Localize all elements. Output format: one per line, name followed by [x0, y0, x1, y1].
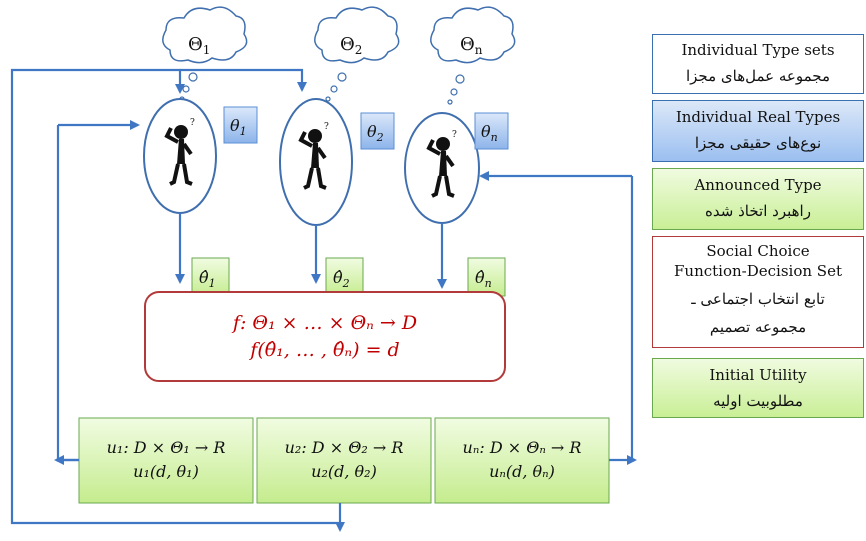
utility-box-2 [256, 417, 432, 504]
thought-cloud-n [430, 6, 516, 105]
legend-social-choice-en-1: Social Choice [706, 242, 810, 260]
legend-real-types-fa: نوع‌های حقیقی مجزا [694, 134, 822, 152]
announced-label-1: θ̂1 [199, 268, 216, 290]
utility-n-line-1: uₙ: D × Θₙ → R [463, 438, 582, 457]
legend-utility-en: Initial Utility [709, 366, 807, 384]
utility-n-line-2: uₙ(d, θₙ) [489, 462, 555, 481]
real-type-box-n [474, 112, 509, 150]
thought-cloud-2 [314, 6, 400, 102]
utility-box-1 [78, 417, 254, 504]
legend-type-sets: Individual Type sets مجموعه عمل‌های مجزا [652, 34, 864, 94]
thought-cloud-1 [162, 6, 248, 102]
thought-label-1: Θ1 [188, 34, 210, 57]
utility-1-line-1: u₁: D × Θ₁ → R [107, 438, 226, 457]
social-choice-box [144, 291, 506, 382]
utility-2-line-2: u₂(d, θ₂) [311, 462, 377, 481]
legend-real-types: Individual Real Types نوع‌های حقیقی مجزا [652, 100, 864, 162]
legend-utility-fa: مطلوبیت اولیه [713, 392, 803, 410]
real-type-box-1 [223, 106, 258, 144]
announced-label-2: θ̂2 [333, 268, 350, 290]
real-type-box-2 [360, 112, 395, 150]
announced-box-n [467, 257, 506, 297]
real-type-label-2: θ2 [367, 122, 384, 144]
thought-label-n: Θn [460, 34, 483, 57]
announced-box-2 [325, 257, 364, 297]
utility-box-n [434, 417, 610, 504]
legend-announced-en: Announced Type [694, 176, 822, 194]
flow-arrows [10, 68, 637, 532]
legend-announced-fa: راهبرد اتخاذ شده [705, 202, 811, 220]
legend-type-sets-fa: مجموعه عمل‌های مجزا [685, 67, 831, 85]
legend-social-choice-fa-1: تابع انتخاب اجتماعی ـ [691, 290, 825, 308]
real-type-label-n: θn [481, 122, 498, 144]
utility-2-line-1: u₂: D × Θ₂ → R [285, 438, 404, 457]
announced-label-n: θ̂n [475, 268, 492, 290]
legend-social-choice-fa-2: مجموعه تصمیم [709, 318, 807, 336]
utility-1-line-2: u₁(d, θ₁) [133, 462, 199, 481]
legend-social-choice-en-2: Function-Decision Set [674, 262, 842, 280]
real-type-label-1: θ1 [230, 116, 247, 138]
legend-social-choice: Social Choice Function-Decision Set تابع… [652, 236, 864, 348]
announced-box-1 [191, 257, 230, 297]
social-choice-line-2: f(θ̂₁, … , θ̂ₙ) = d [248, 339, 399, 361]
social-choice-line-1: f: Θ₁ × … × Θₙ → D [231, 312, 417, 334]
legend-announced: Announced Type راهبرد اتخاذ شده [652, 168, 864, 230]
legend-type-sets-en: Individual Type sets [681, 41, 835, 59]
thought-label-2: Θ2 [340, 34, 362, 57]
legend-real-types-en: Individual Real Types [675, 108, 841, 126]
legend-utility: Initial Utility مطلوبیت اولیه [652, 358, 864, 418]
